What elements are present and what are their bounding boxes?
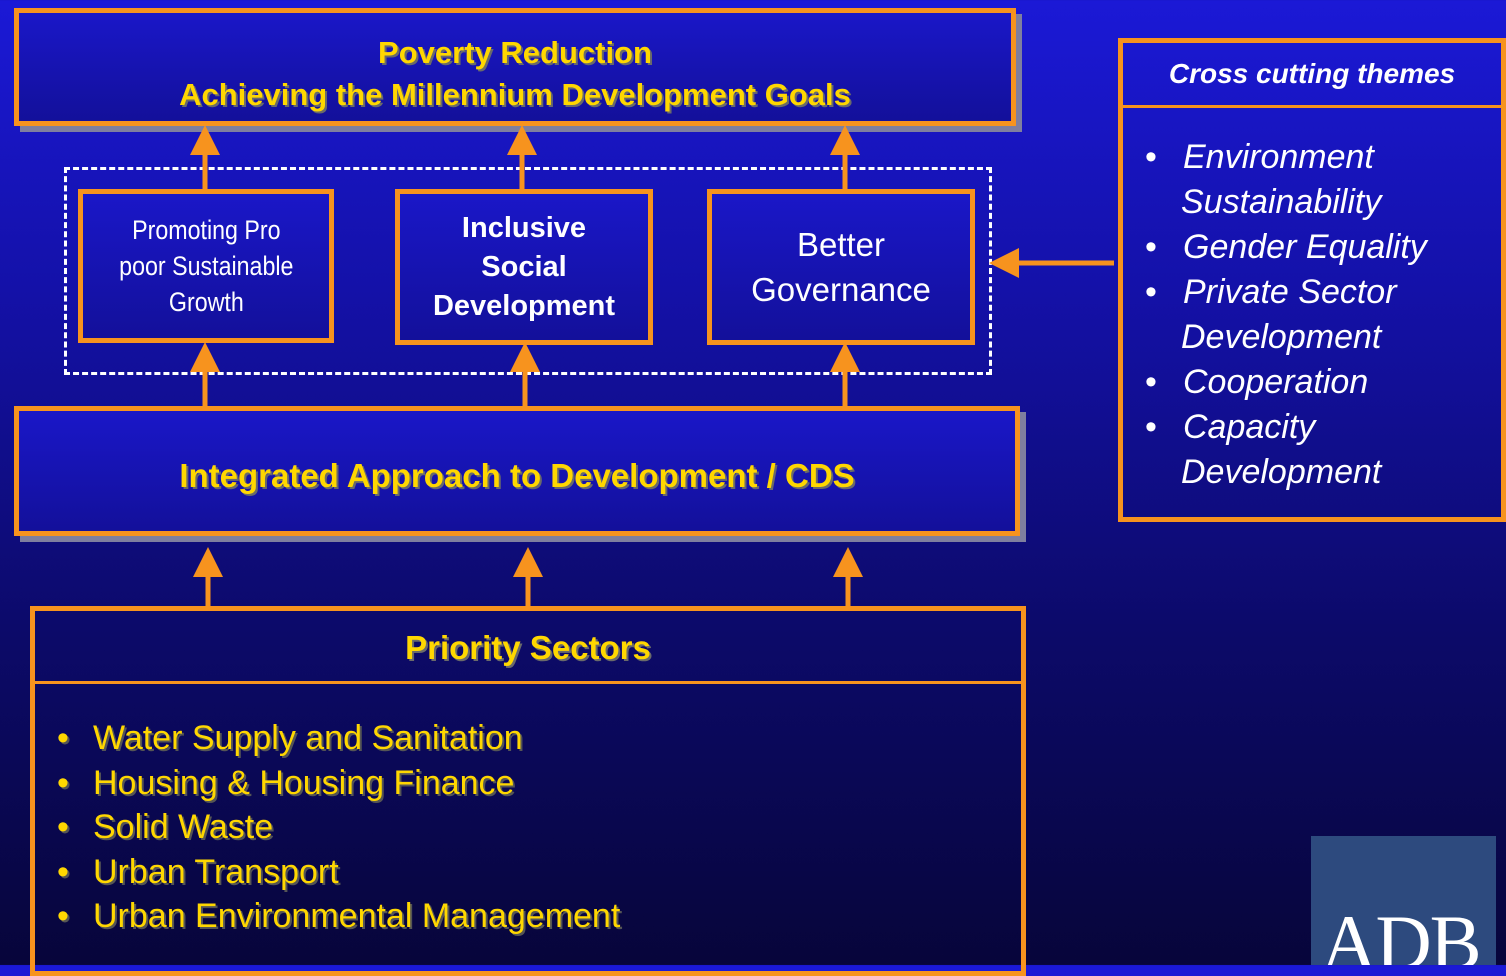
priority-sectors-list: Water Supply and Sanitation Housing & Ho… <box>57 716 620 939</box>
mdg-subtitle: Achieving the Millennium Development Goa… <box>179 77 851 112</box>
themes-list: • Environment Sustainability • Gender Equa… <box>1145 135 1427 495</box>
pillar-1-line-2: poor Sustainable <box>118 251 294 281</box>
priority-sectors-title: Priority Sectors <box>405 629 651 666</box>
theme-bullet: • <box>1145 363 1157 401</box>
theme-item: • Private Sector Development <box>1145 270 1427 360</box>
pillar-3-line-2: Governance <box>751 271 931 308</box>
priority-sector-item: Urban Environmental Management <box>57 894 620 939</box>
priority-sectors-header: Priority Sectors <box>35 611 1021 684</box>
priority-sector-item: Housing & Housing Finance <box>57 761 620 806</box>
theme-line-1: Environment <box>1183 138 1374 176</box>
pillar-1-line-1: Promoting Pro <box>131 215 281 245</box>
priority-sectors-box: Priority Sectors Water Supply and Sanita… <box>30 606 1026 976</box>
adb-logo-text: ADB <box>1321 899 1482 966</box>
pillar-2-line-3: Development <box>432 289 616 322</box>
theme-line-2: Sustainability <box>1181 183 1382 221</box>
integrated-approach-label: Integrated Approach to Development / CDS <box>179 457 855 494</box>
cross-cutting-themes-box: Cross cutting themes • Environment Sustai… <box>1118 38 1506 522</box>
theme-bullet: • <box>1145 408 1157 446</box>
poverty-reduction-box: Poverty Reduction Achieving the Millenni… <box>14 8 1016 126</box>
theme-bullet: • <box>1145 273 1157 311</box>
pillar-3-line-1: Better <box>796 226 886 263</box>
theme-line-1: Cooperation <box>1183 363 1369 401</box>
theme-item: • Cooperation <box>1145 360 1427 405</box>
priority-sector-item: Solid Waste <box>57 805 620 850</box>
pillar-2-line-1: Inclusive <box>461 211 587 244</box>
theme-line-2: Development <box>1181 318 1382 356</box>
adb-logo: ADB <box>1311 836 1496 965</box>
pillar-2-line-2: Social <box>481 250 567 283</box>
theme-item: • Environment Sustainability <box>1145 135 1427 225</box>
theme-line-1: Capacity <box>1183 408 1316 446</box>
theme-line-1: Gender Equality <box>1183 228 1427 266</box>
theme-line-1: Private Sector <box>1183 273 1397 311</box>
poverty-reduction-title: Poverty Reduction <box>378 35 652 70</box>
pillar-inclusive-social-development: Inclusive Social Development <box>395 189 653 345</box>
theme-line-2: Development <box>1181 453 1382 491</box>
priority-sector-item: Urban Transport <box>57 850 620 895</box>
theme-bullet: • <box>1145 228 1157 266</box>
theme-item: • Capacity Development <box>1145 405 1427 495</box>
cross-cutting-themes-title: Cross cutting themes <box>1123 43 1501 108</box>
pillar-1-line-3: Growth <box>168 287 244 317</box>
priority-sector-item: Water Supply and Sanitation <box>57 716 620 761</box>
theme-item: • Gender Equality <box>1145 225 1427 270</box>
pillar-better-governance: Better Governance <box>707 189 975 345</box>
integrated-approach-box: Integrated Approach to Development / CDS <box>14 406 1020 536</box>
pillar-pro-poor-growth: Promoting Pro poor Sustainable Growth <box>78 189 334 343</box>
theme-bullet: • <box>1145 138 1157 176</box>
